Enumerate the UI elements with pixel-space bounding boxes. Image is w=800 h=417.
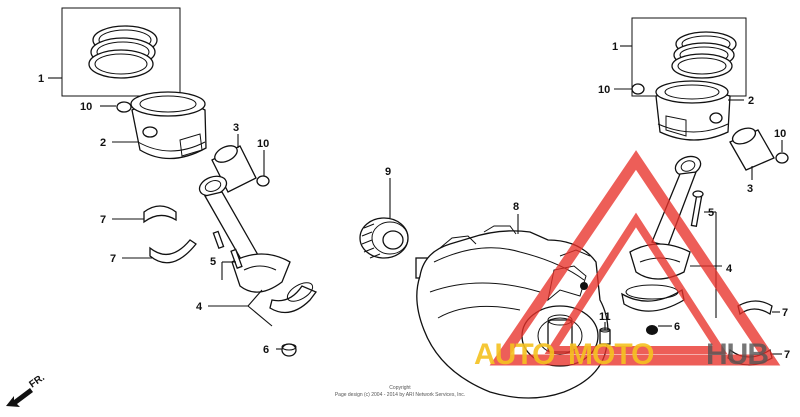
right-piston xyxy=(655,80,731,141)
right-rod-nut xyxy=(646,325,658,335)
left-pin-clip xyxy=(256,175,270,187)
label-1-right: 1 xyxy=(612,41,618,53)
left-rod-bolts xyxy=(212,230,243,269)
label-10-left-right: 10 xyxy=(257,138,269,150)
right-bearing-upper xyxy=(737,300,773,316)
watermark-auto: AUTO xyxy=(474,338,555,371)
label-6-left: 6 xyxy=(263,344,269,356)
left-piston xyxy=(130,91,207,160)
label-8: 8 xyxy=(513,201,519,213)
label-10-right-top: 10 xyxy=(598,84,610,96)
right-piston-clip xyxy=(631,83,645,95)
right-rod-bolts xyxy=(690,190,704,228)
label-9: 9 xyxy=(385,166,391,178)
label-10-left-top: 10 xyxy=(80,101,92,113)
label-4-right: 4 xyxy=(726,263,733,275)
watermark-text: AUTO MOTO HUB xyxy=(474,338,769,371)
label-5-left: 5 xyxy=(210,256,216,268)
right-rod-cap xyxy=(621,284,685,312)
label-2-right: 2 xyxy=(748,95,754,107)
label-4-left: 4 xyxy=(196,301,203,313)
left-rod-nut xyxy=(281,343,297,357)
right-piston-pin xyxy=(729,127,775,171)
front-arrow-icon: FR. xyxy=(6,372,47,407)
bearing-gear xyxy=(359,217,409,259)
label-1-left: 1 xyxy=(38,73,44,85)
copyright-notice: Page design (c) 2004 - 2014 by ARI Netwo… xyxy=(335,392,465,398)
right-pin-clip xyxy=(775,152,789,164)
label-5-right: 5 xyxy=(708,207,714,219)
left-rod-cap xyxy=(269,282,318,314)
left-piston-ring-set xyxy=(61,7,181,97)
left-bearing-lower xyxy=(149,239,197,264)
watermark-logo xyxy=(489,150,781,366)
label-7-left-bottom: 7 xyxy=(110,253,116,265)
copyright-title: Copyright xyxy=(389,385,411,391)
label-11: 11 xyxy=(599,311,611,323)
front-marker-label: FR. xyxy=(27,372,47,390)
label-3-right: 3 xyxy=(747,183,753,195)
label-7-left-top: 7 xyxy=(100,214,106,226)
watermark-hub: HUB xyxy=(706,338,768,371)
left-piston-clip xyxy=(116,101,132,113)
watermark-moto: MOTO xyxy=(568,338,654,371)
left-bearing-upper xyxy=(143,205,177,224)
label-6-right: 6 xyxy=(674,321,680,333)
label-2-left: 2 xyxy=(100,137,106,149)
label-7-right-top: 7 xyxy=(782,307,788,319)
label-10-right-right: 10 xyxy=(774,128,786,140)
left-connecting-rod xyxy=(198,175,291,293)
label-3-left: 3 xyxy=(233,122,239,134)
label-7-right-bottom: 7 xyxy=(784,349,790,361)
